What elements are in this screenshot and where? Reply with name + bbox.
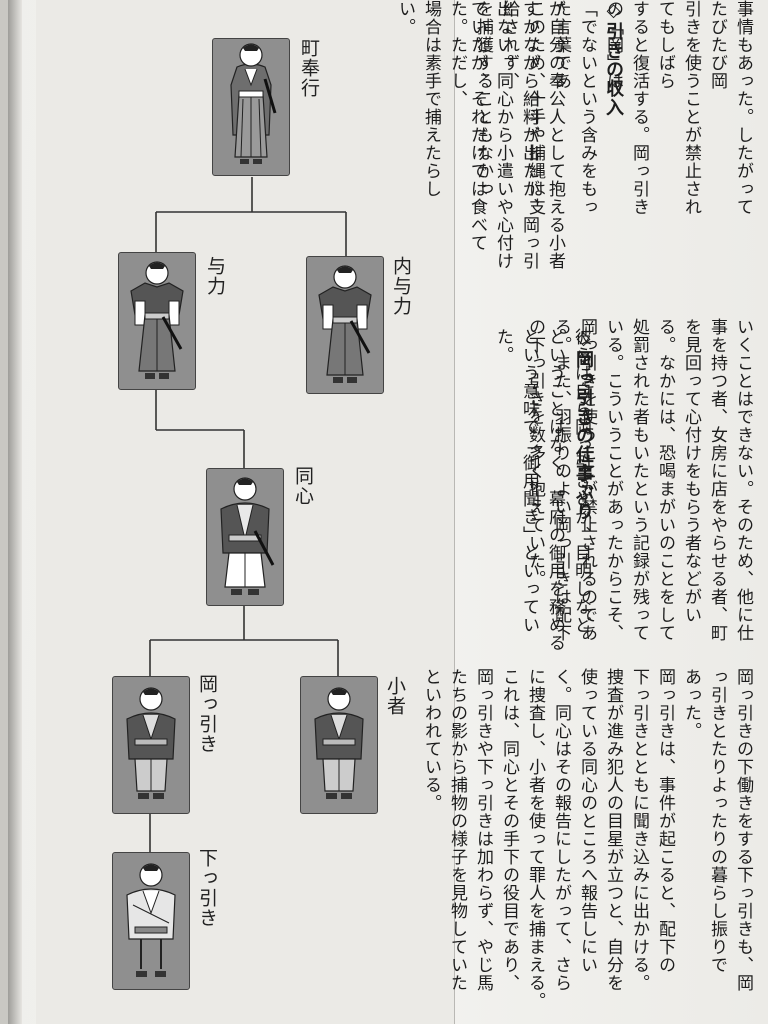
hierarchy-connector-lines xyxy=(149,177,347,852)
text-line: すると復活する。岡っ引きの「岡」は xyxy=(603,0,649,216)
figure-shitappiki xyxy=(126,863,176,977)
label-uchi-yoriki: 内与力 xyxy=(390,256,412,316)
card-machi-bugyo xyxy=(212,38,290,176)
card-okappiki xyxy=(112,676,190,814)
card-yoriki xyxy=(118,252,196,390)
text-line: という意味で「御用聞き」といっていた。 xyxy=(493,328,539,634)
text-line: たちの影から捕物の様子を見物していた xyxy=(447,668,467,992)
section-heading-income: ◇引きの収入 xyxy=(603,0,624,117)
label-shitappiki: 下っ引き xyxy=(196,848,218,928)
bottom-paragraph: 岡っ引きの下働きをする下っ引きも、岡 っ引きとたりよったりの暮らし振りで あった… xyxy=(418,668,756,1018)
card-uchi-yoriki xyxy=(306,256,384,394)
card-shitappiki xyxy=(112,852,190,990)
text-line: っ引きとたりよったりの暮らし振りで xyxy=(707,668,727,974)
figure-doshin xyxy=(220,477,275,595)
book-page: 町奉行 与力 xyxy=(8,0,768,1024)
text-line: といわれている。 xyxy=(421,668,441,812)
text-line: を見回って心付けをもらう者などがい xyxy=(681,318,701,624)
text-line: る。また、羽振りのよい岡っ引きは配下 xyxy=(551,318,571,642)
label-doshin: 同心 xyxy=(292,466,314,506)
label-machi-bugyo: 町奉行 xyxy=(298,38,320,98)
text-line: 「でないという含みをもった言葉であ xyxy=(551,0,597,216)
label-yoriki: 与力 xyxy=(204,256,226,296)
text-line: 事を持つ者、女房に店をやらせる者、町 xyxy=(707,318,727,642)
figure-yoriki xyxy=(130,261,184,379)
text-line: 彼らは自ら岡っ引きとか、目明しなど xyxy=(571,328,591,634)
text-line: 場合は素手で捕えたらしい。 xyxy=(395,0,441,198)
income-paragraph: が自分の奉公人として抱える小者 すかながら給料が出たが、岡っ引 出ない。同心から… xyxy=(464,0,568,290)
work-paragraph: 彼らは自ら岡っ引きとか、目明しなど ということはなく、幕府の御用を務める という… xyxy=(490,328,594,668)
text-line: 引きを使うことが禁止されてもしばら xyxy=(655,0,701,216)
card-komono xyxy=(300,676,378,814)
text-line: 使っている同心のところへ報告しにい xyxy=(577,668,597,974)
text-line: 下っ引きとともに聞き込みに出かける。 xyxy=(629,668,649,992)
card-doshin xyxy=(206,468,284,606)
text-line: く。同心はその報告にしたがって、さら xyxy=(551,668,571,992)
text-line: あった。 xyxy=(681,668,701,740)
text-line: 岡っ引きや下っ引きは加わらず、やじ馬 xyxy=(473,668,493,992)
text-line: を捕獲することもなかった。ただし、 xyxy=(447,0,493,198)
label-komono: 小者 xyxy=(384,676,406,716)
top-paragraph: 事情もあった。したがってたびたび岡 引きを使うことが禁止されてもしばら すると復… xyxy=(392,0,756,232)
text-line: 岡っ引きを使うことが禁止されるのであ xyxy=(577,318,597,642)
figure-uchi-yoriki xyxy=(318,265,372,383)
text-line: る。なかには、恐喝まがいのことをして xyxy=(655,318,675,642)
text-line: ということはなく、幕府の御用を務める xyxy=(545,328,565,652)
hierarchy-diagram: 町奉行 与力 xyxy=(36,0,455,1024)
text-line: 捜査が進み犯人の目星が立つと、自分を xyxy=(603,668,623,992)
page-gutter xyxy=(8,0,22,1024)
text-line: すかながら給料が出たが、岡っ引 xyxy=(519,0,539,270)
figure-komono xyxy=(314,687,364,799)
figure-machi-bugyo xyxy=(230,43,277,164)
text-line: ていたが、それだけでは食べて xyxy=(467,0,487,252)
figure-okappiki xyxy=(126,687,176,799)
text-line: 事情もあった。したがってたびたび岡 xyxy=(707,0,753,216)
text-line: 出ない。同心から小遣いや心付け xyxy=(493,0,513,270)
text-line: の下っ引きを数多く抱えていた。 xyxy=(525,318,545,588)
text-line: いる。こういうことがあったからこそ、 xyxy=(603,318,623,642)
text-line: が自分の奉公人として抱える小者 xyxy=(545,0,565,270)
label-okappiki: 岡っ引き xyxy=(196,674,218,754)
text-line: このため、十手や捕縄は支給されず、 xyxy=(499,0,545,216)
middle-paragraph: いくことはできない。そのため、他に仕 事を持つ者、女房に店をやらせる者、町 を見… xyxy=(522,318,756,658)
text-line: 岡っ引きの下働きをする下っ引きも、岡 xyxy=(733,668,753,992)
text-line: に捜査し、小者を使って罪人を捕まえる。 xyxy=(525,668,545,1010)
text-line: 処罰された者もいたという記録が残って xyxy=(629,318,649,642)
text-line: いくことはできない。そのため、他に仕 xyxy=(733,318,753,642)
text-line: 岡っ引きは、事件が起こると、配下の xyxy=(655,668,675,974)
text-line: これは、同心とその手下の役目であり、 xyxy=(499,668,519,992)
section-heading-work: ◇岡っ引きの仕事ぶり xyxy=(573,328,594,521)
